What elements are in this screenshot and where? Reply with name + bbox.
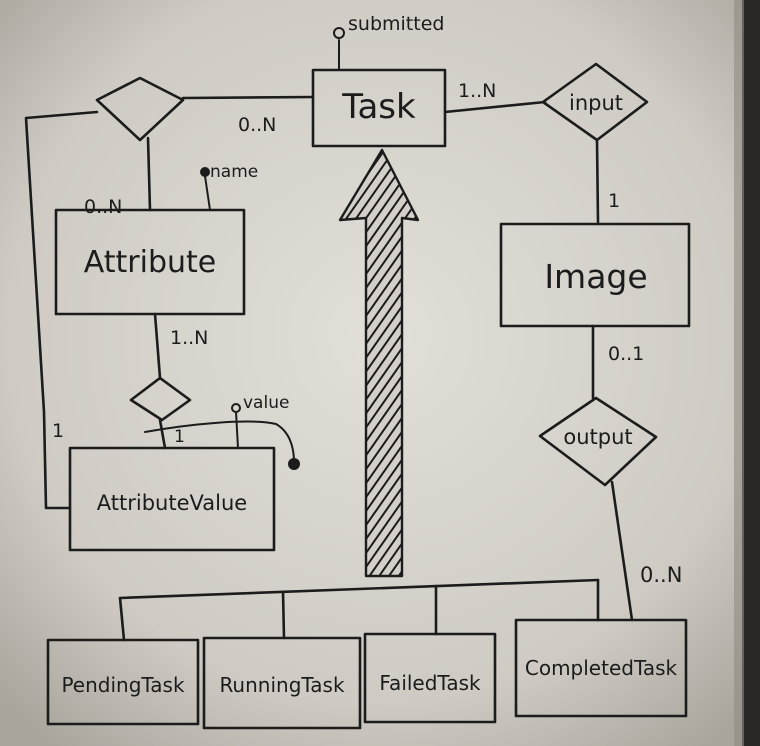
pendingtask-entity <box>46 638 200 726</box>
inheritance-arrow <box>338 148 420 578</box>
submitted-attribute-label: submitted <box>348 13 444 35</box>
attribute-entity <box>54 208 246 316</box>
task-attribute-line <box>181 95 315 100</box>
name-attribute-label: name <box>210 162 258 182</box>
card-attribute-rel: 0..N <box>84 196 122 218</box>
image-entity <box>499 222 691 328</box>
attribute-entity-label: Attribute <box>84 245 216 280</box>
card-task-input: 1..N <box>458 80 496 102</box>
card-value-rel: 1 <box>174 427 185 447</box>
attributevalue-entity-label: AttributeValue <box>97 491 247 515</box>
input-relationship-label: input <box>569 91 623 115</box>
runningtask-entity <box>202 636 362 730</box>
card-attributevalue-left: 1 <box>52 420 64 442</box>
value-attribute-line <box>235 411 239 449</box>
key-attribute-dot <box>288 458 300 470</box>
bus-to-running <box>281 590 286 640</box>
card-attribute-value-rel: 1..N <box>170 327 208 349</box>
runningtask-entity-label: RunningTask <box>219 673 345 697</box>
card-image-output: 0..1 <box>608 343 644 365</box>
value-attribute-label: value <box>243 393 289 413</box>
image-entity-label: Image <box>544 257 647 296</box>
completedtask-entity <box>514 618 688 718</box>
card-task-attribute-rel: 0..N <box>238 114 276 136</box>
task-entity <box>311 68 447 148</box>
attribute-to-value-line <box>153 312 162 380</box>
completedtask-entity-label: CompletedTask <box>525 656 678 680</box>
attributevalue-entity <box>68 446 276 552</box>
input-image-line <box>595 138 600 224</box>
board-frame-edge <box>734 0 744 746</box>
value-relationship-diamond <box>129 376 192 422</box>
value-diamond-to-attributevalue-line <box>158 418 167 450</box>
card-output-completed: 0..N <box>640 563 682 587</box>
name-attribute-dot <box>200 167 210 177</box>
output-relationship-label: output <box>563 425 632 449</box>
diamond-to-attribute-line <box>146 136 152 212</box>
board-frame <box>742 0 760 746</box>
failedtask-entity-label: FailedTask <box>379 671 481 695</box>
output-completed-line <box>610 480 634 622</box>
subtype-bus-line <box>118 578 600 600</box>
submitted-attribute-dot <box>333 27 345 39</box>
task-entity-label: Task <box>341 87 416 127</box>
name-attribute-line <box>204 175 211 211</box>
pendingtask-entity-label: PendingTask <box>61 673 185 697</box>
attribute-relationship-diamond <box>95 76 185 142</box>
diamond-to-attributevalue-loop <box>24 110 99 510</box>
output-relationship-diamond <box>538 396 658 487</box>
value-attribute-dot <box>231 403 241 413</box>
failedtask-entity <box>363 632 497 724</box>
task-input-line <box>443 100 547 114</box>
bus-to-pending <box>118 596 126 642</box>
value-key-arc <box>144 420 295 463</box>
card-input-image: 1 <box>608 190 620 212</box>
